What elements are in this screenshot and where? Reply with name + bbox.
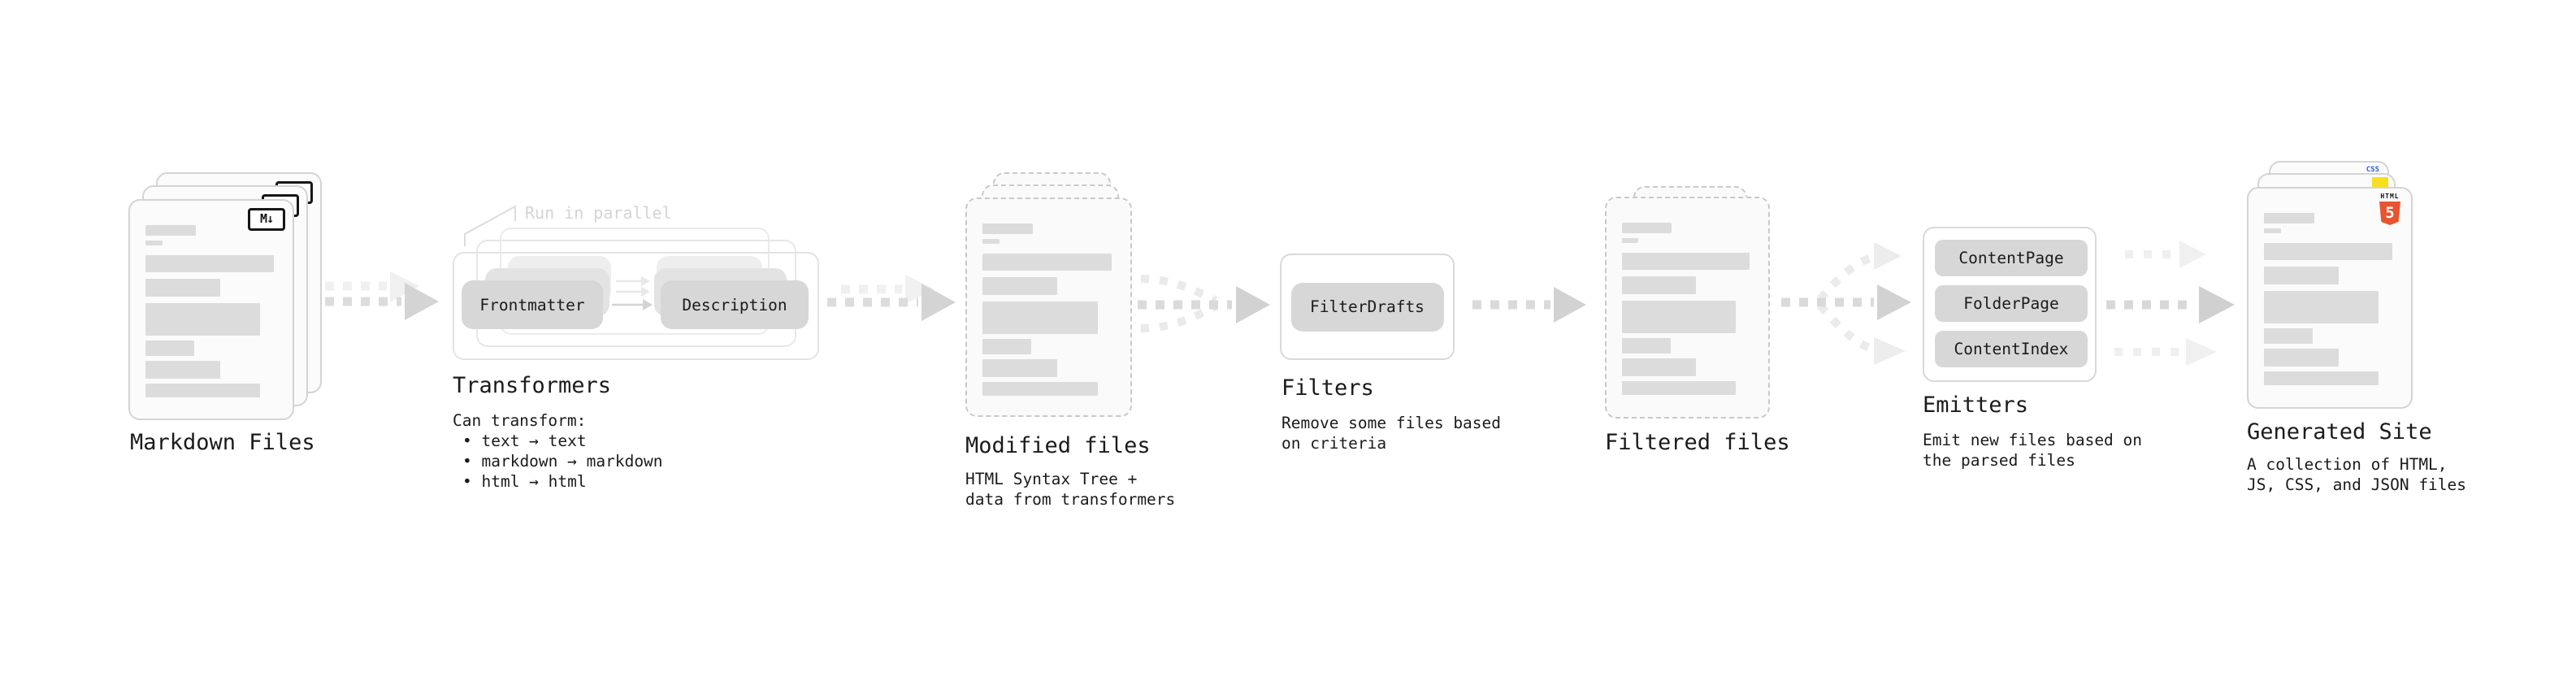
bullet-item: • text → text bbox=[462, 432, 587, 450]
modified-file-card-front bbox=[965, 197, 1132, 417]
emitter-folder-page: FolderPage bbox=[1935, 285, 2088, 322]
stage-title: Filters bbox=[1281, 375, 1374, 401]
arrow-emitters-to-generated bbox=[2106, 241, 2235, 366]
filtered-files-label: Filtered files bbox=[1605, 430, 1790, 456]
run-in-parallel-callout-line bbox=[464, 205, 516, 246]
bullet-item: • markdown → markdown bbox=[462, 452, 663, 471]
arrow-filters-to-filtered bbox=[1472, 287, 1586, 323]
arrow-filtered-to-emitters bbox=[1781, 242, 1911, 365]
filters-panel: FilterDrafts bbox=[1280, 254, 1455, 360]
document-text-placeholder bbox=[2264, 189, 2392, 385]
stage-description: Emit new files based on the parsed files bbox=[1923, 431, 2143, 470]
document-text-placeholder bbox=[982, 199, 1112, 396]
arrow-markdown-to-transformers bbox=[307, 271, 439, 320]
stage-title: Markdown Files bbox=[130, 430, 315, 455]
run-in-parallel-note: Run in parallel bbox=[525, 203, 672, 223]
emitters-panel: ContentPage FolderPage ContentIndex bbox=[1923, 227, 2097, 382]
transformers-label: Transformers Can transform: • text → tex… bbox=[453, 373, 663, 492]
javascript-icon bbox=[2372, 177, 2388, 188]
stage-title: Transformers bbox=[453, 373, 612, 398]
document-text-placeholder bbox=[145, 201, 274, 397]
stage-description: HTML Syntax Tree + data from transformer… bbox=[965, 470, 1176, 509]
bullet-item: • html → html bbox=[462, 472, 587, 491]
stage-title: Emitters bbox=[1923, 393, 2029, 418]
arrow-transformers-to-modified bbox=[827, 275, 956, 321]
stage-title: Filtered files bbox=[1605, 430, 1790, 455]
can-transform-intro: Can transform: bbox=[453, 411, 587, 430]
emitters-label: Emitters Emit new files based on the par… bbox=[1923, 393, 2142, 471]
markdown-file-card-front: M↓ bbox=[128, 199, 294, 420]
markdown-files-label: Markdown Files bbox=[130, 430, 315, 456]
transformer-description: Description bbox=[661, 280, 809, 329]
stage-title: Modified files bbox=[965, 433, 1151, 458]
stage-description: Can transform: • text → text • markdown … bbox=[453, 410, 663, 492]
stage-description: A collection of HTML, JS, CSS, and JSON … bbox=[2247, 455, 2467, 494]
stage-title: Generated Site bbox=[2247, 419, 2432, 445]
emitter-content-page: ContentPage bbox=[1935, 240, 2088, 276]
generated-site-label: Generated Site A collection of HTML, JS,… bbox=[2247, 419, 2466, 495]
filters-label: Filters Remove some files based on crite… bbox=[1281, 375, 1501, 453]
transformer-frontmatter: Frontmatter bbox=[462, 280, 603, 329]
stage-description: Remove some files based on criteria bbox=[1281, 414, 1502, 453]
filtered-file-card-front bbox=[1605, 197, 1770, 419]
filter-drafts-node: FilterDrafts bbox=[1290, 282, 1444, 332]
modified-files-label: Modified files HTML Syntax Tree + data f… bbox=[965, 433, 1175, 510]
generated-html-file-card: HTML 5 bbox=[2247, 187, 2413, 409]
arrow-modified-to-filters bbox=[1138, 275, 1270, 332]
transformer-step-arrows bbox=[612, 276, 653, 310]
markdown-icon: M↓ bbox=[248, 208, 285, 231]
document-text-placeholder bbox=[1622, 198, 1750, 395]
transformer-group-box-front bbox=[453, 252, 819, 360]
html5-icon: HTML 5 bbox=[2378, 193, 2402, 225]
emitter-content-index: ContentIndex bbox=[1935, 331, 2088, 367]
